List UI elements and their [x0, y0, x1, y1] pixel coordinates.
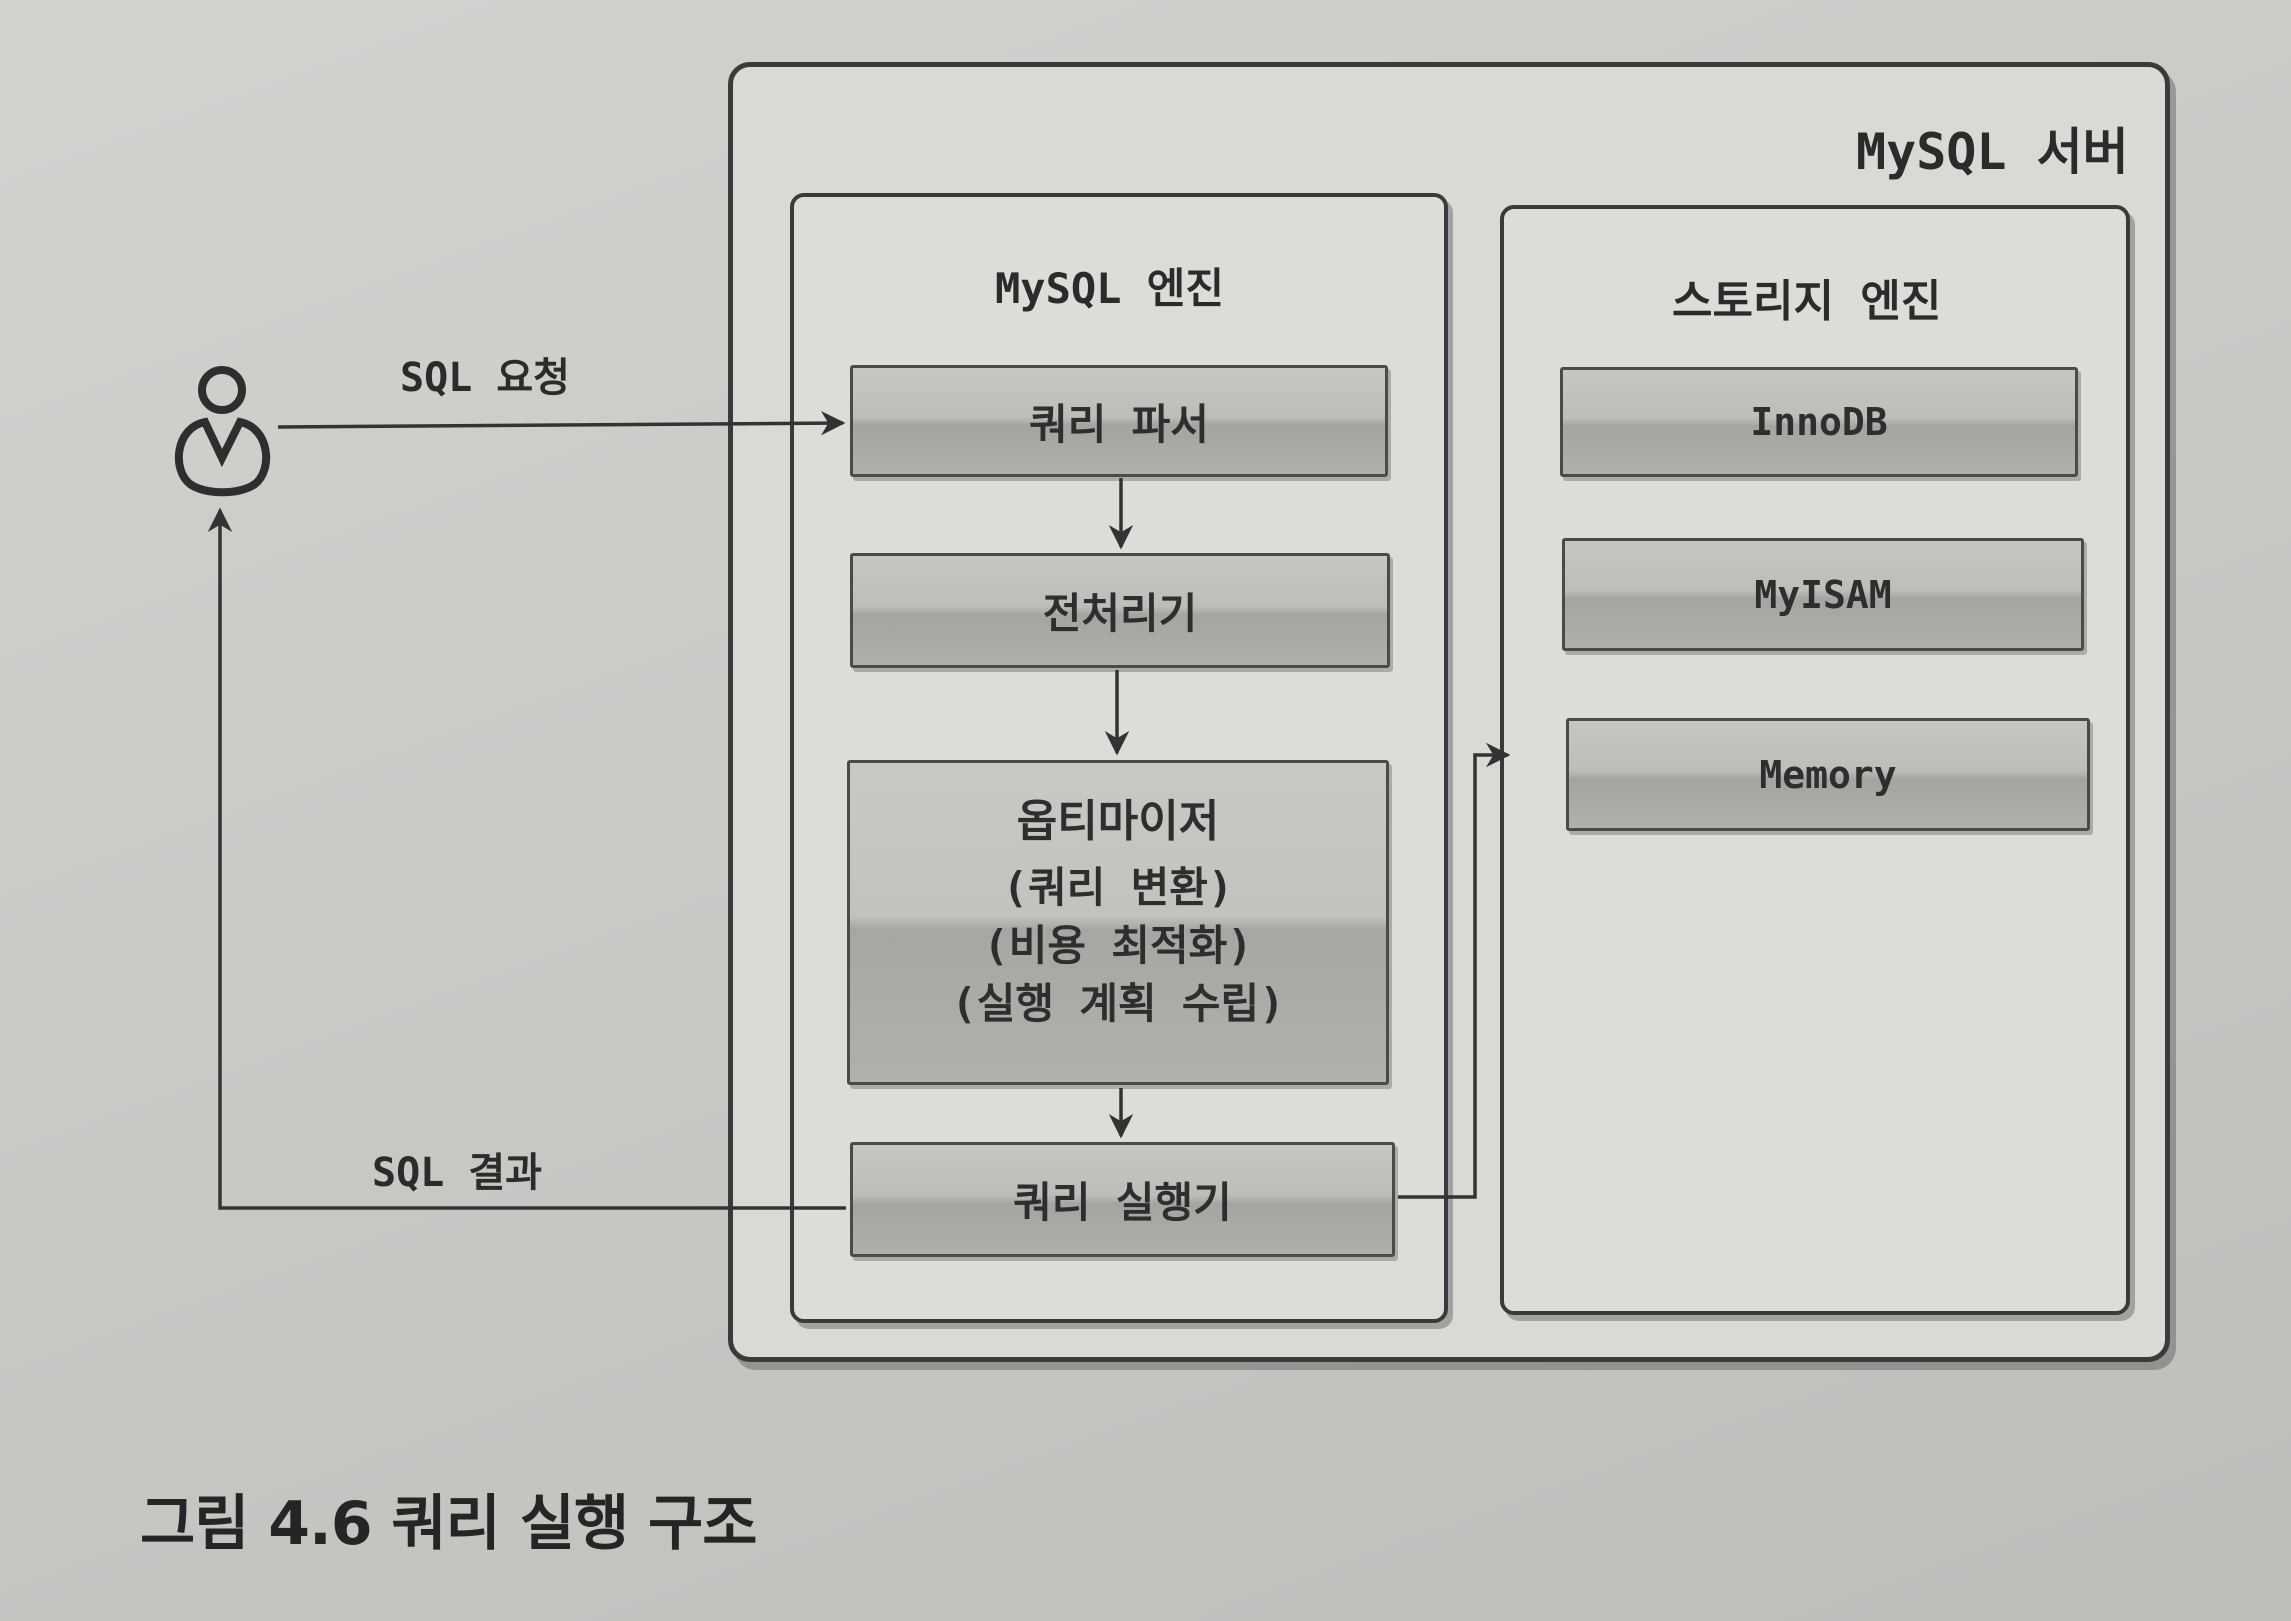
- storage-item-label: MyISAM: [1754, 572, 1892, 617]
- result-arrow: [207, 507, 846, 1210]
- executor-to-storage-arrow: [1398, 742, 1511, 1199]
- storage-item-innodb: InnoDB: [1560, 367, 2078, 477]
- storage-item-label: Memory: [1759, 752, 1897, 797]
- storage-item-myisam: MyISAM: [1562, 538, 2084, 651]
- request-arrow: [277, 410, 846, 436]
- storage-title: 스토리지 엔진: [1672, 276, 1942, 327]
- preprocessor-label: 전처리기: [1042, 589, 1198, 638]
- engine-title: MySQL 엔진: [995, 264, 1224, 313]
- query-parser-label: 쿼리 파서: [1029, 399, 1209, 449]
- query-parser-box: 쿼리 파서: [850, 365, 1388, 477]
- optimizer-step: (비용 최적화): [983, 921, 1253, 970]
- result-label: SQL 결과: [372, 1150, 542, 1196]
- optimizer-step: (쿼리 변환): [1002, 863, 1234, 912]
- storage-item-memory: Memory: [1566, 718, 2090, 831]
- server-title: MySQL 서버: [1856, 123, 2129, 181]
- figure-caption: 그림 4.6 쿼리 실행 구조: [140, 1489, 757, 1559]
- storage-item-label: InnoDB: [1750, 400, 1888, 444]
- optimizer-label: 옵티마이저: [1016, 796, 1220, 847]
- query-executor-box: 쿼리 실행기: [850, 1142, 1395, 1257]
- user-icon: [174, 366, 271, 497]
- request-label: SQL 요청: [400, 355, 570, 401]
- optimizer-step: (실행 계획 수립): [951, 979, 1285, 1028]
- query-executor-label: 쿼리 실행기: [1013, 1178, 1232, 1227]
- preprocessor-box: 전처리기: [850, 553, 1390, 668]
- optimizer-box: 옵티마이저 (쿼리 변환) (비용 최적화) (실행 계획 수립): [847, 760, 1389, 1085]
